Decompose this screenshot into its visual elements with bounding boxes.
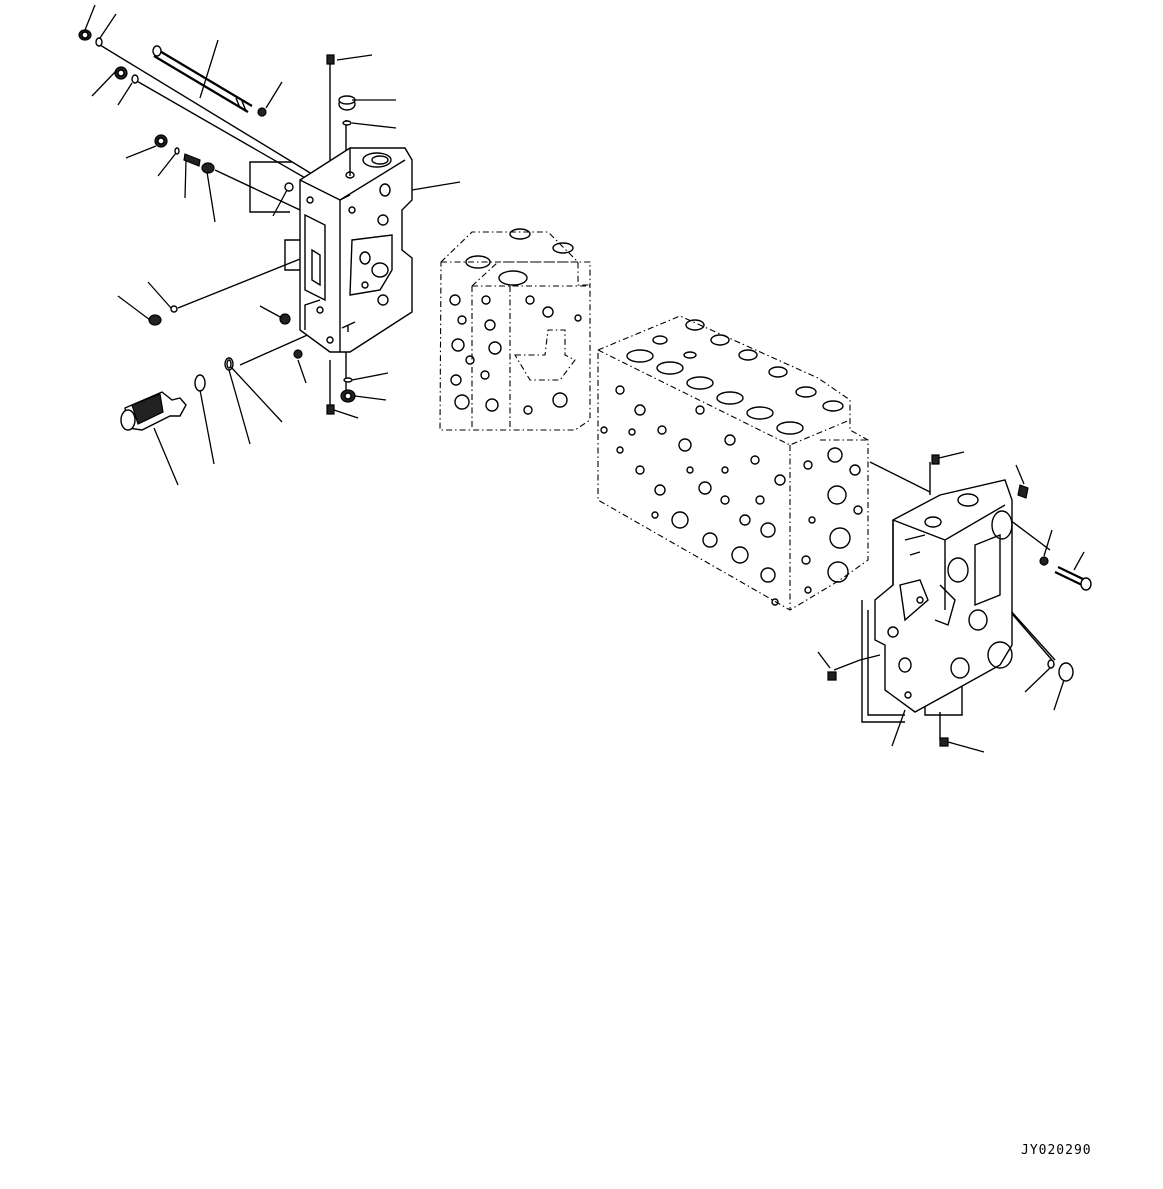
bottom-plugs	[326, 377, 356, 415]
right-fasteners	[827, 454, 1092, 747]
plug-top-left	[78, 29, 103, 47]
drawing-id-label: JY020290	[1021, 1143, 1092, 1158]
tie-bolt	[152, 45, 253, 113]
main-valve-block	[597, 315, 869, 611]
callout-leaders	[84, 4, 1085, 753]
plug-lower-left	[148, 305, 303, 359]
middle-valve-section	[439, 228, 591, 431]
left-end-section	[78, 29, 413, 431]
right-end-section	[827, 454, 1092, 747]
nut-small	[257, 107, 267, 117]
plug-mid-left	[154, 134, 294, 192]
plug-upper-left	[114, 66, 139, 84]
top-plugs	[326, 54, 356, 126]
relief-valve-cartridge	[120, 357, 234, 431]
